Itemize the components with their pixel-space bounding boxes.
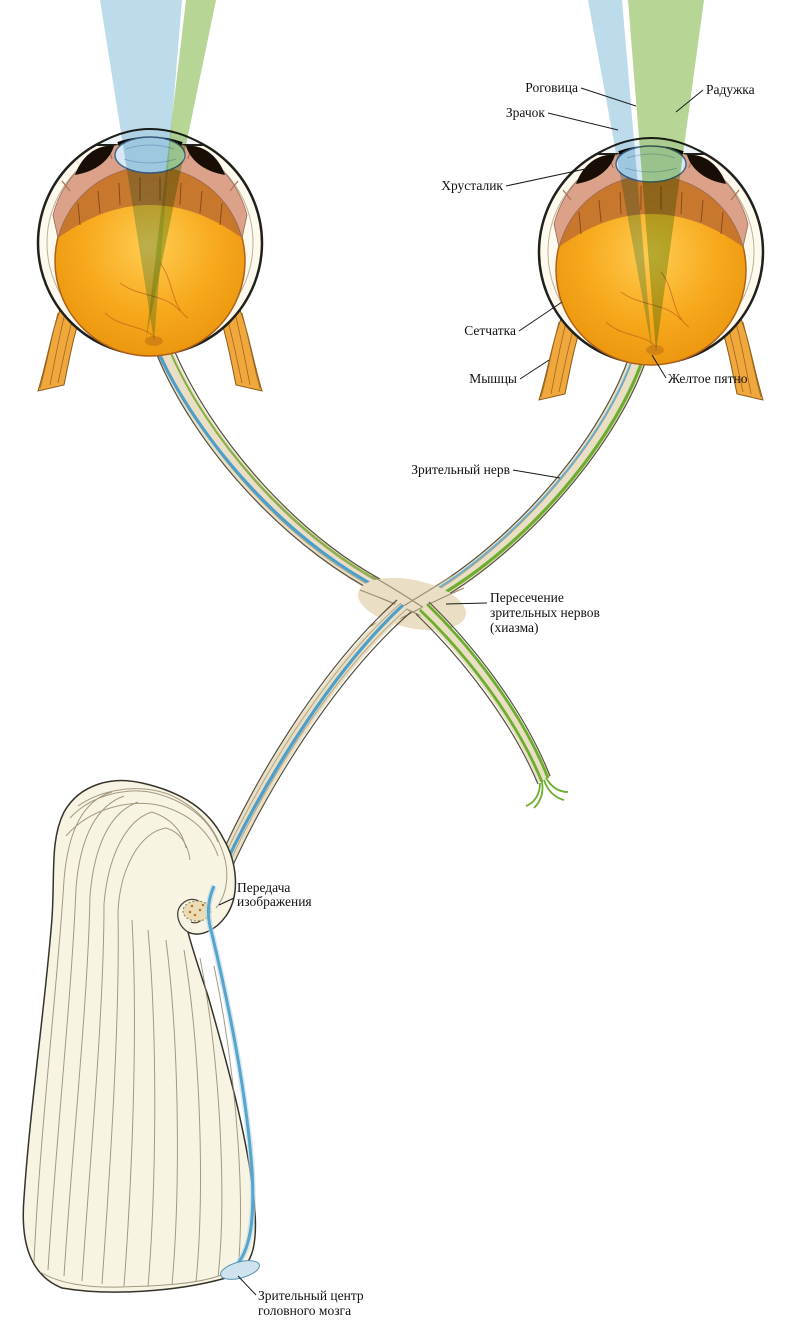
leader-pupil — [547, 112, 619, 131]
label-optic-nerve: Зрительный нерв — [411, 462, 510, 477]
leader-lines — [218, 87, 704, 1296]
label-iris: Радужка — [706, 82, 755, 97]
tract-right-fray — [525, 777, 569, 809]
optic-tract-right-cut — [415, 601, 569, 809]
nerve-right-blue-fiber — [424, 359, 633, 597]
label-chiasm-line1: Пересечение — [490, 590, 564, 605]
leader-retina — [518, 301, 563, 332]
label-cornea: Роговица — [525, 80, 578, 95]
cortex-striations — [33, 788, 241, 1288]
tract-right-base — [417, 603, 551, 783]
label-visual-center-line1: Зрительный центр — [258, 1288, 364, 1303]
leader-chiasm — [445, 602, 488, 605]
tract-left-base — [209, 600, 409, 889]
lgn-transmission-point — [182, 900, 212, 922]
leader-muscles — [519, 359, 550, 380]
blue-ray-right — [588, 0, 652, 350]
visual-center-endpoint — [220, 1260, 260, 1280]
optic-nerve-right — [423, 355, 646, 606]
cortex-blue-fiber — [206, 885, 255, 1270]
light-rays-right-eye — [588, 0, 704, 352]
leader-optic-nerve — [512, 469, 561, 479]
label-transmission-line1: Передача — [237, 880, 290, 895]
label-pupil: Зрачок — [506, 105, 546, 120]
nerve-left-blue-fiber — [152, 342, 400, 600]
label-transmission-line2: изображения — [237, 894, 312, 909]
labels: Роговица Радужка Зрачок Хрусталик Сетчат… — [237, 80, 755, 1318]
label-retina: Сетчатка — [464, 323, 516, 338]
optic-nerve-left — [152, 342, 405, 605]
green-ray-right — [628, 0, 704, 352]
nerve-left-texture — [158, 345, 403, 601]
nerve-right-green-fiber — [429, 355, 646, 603]
cortex-outline — [22, 779, 257, 1293]
label-macula: Желтое пятно — [668, 371, 748, 386]
tract-right-edges — [415, 601, 551, 785]
tract-right-green-fibers — [419, 602, 550, 783]
label-lens: Хрусталик — [441, 178, 503, 193]
green-ray-left — [146, 0, 216, 339]
label-chiasm-line2: зрительных нервов — [490, 605, 600, 620]
nerve-right-base — [424, 357, 645, 606]
chiasm-fibers — [359, 575, 465, 635]
nerve-right-texture — [425, 358, 642, 603]
leader-visual-center — [237, 1275, 257, 1296]
tract-left-blue-fiber — [213, 603, 405, 888]
leader-lens — [505, 167, 591, 187]
leader-transmission — [218, 897, 235, 906]
leader-macula — [651, 354, 667, 379]
visual-cortex — [22, 779, 260, 1293]
nerve-left-edges — [154, 344, 405, 604]
light-rays-left-eye — [100, 0, 216, 341]
optic-tract-left — [208, 599, 412, 889]
nerve-right-edges — [423, 356, 646, 605]
leader-iris — [675, 89, 704, 113]
nerve-left-green-fiber — [166, 343, 404, 594]
tract-left-texture — [211, 602, 408, 888]
leader-cornea — [580, 87, 637, 107]
lgn-stipple — [188, 903, 205, 917]
nerve-left-base — [155, 345, 404, 605]
label-chiasm-line3: (хиазма) — [490, 620, 539, 635]
label-visual-center-line2: головного мозга — [258, 1303, 351, 1318]
label-muscles: Мышцы — [469, 371, 517, 386]
blue-ray-left — [100, 0, 182, 341]
